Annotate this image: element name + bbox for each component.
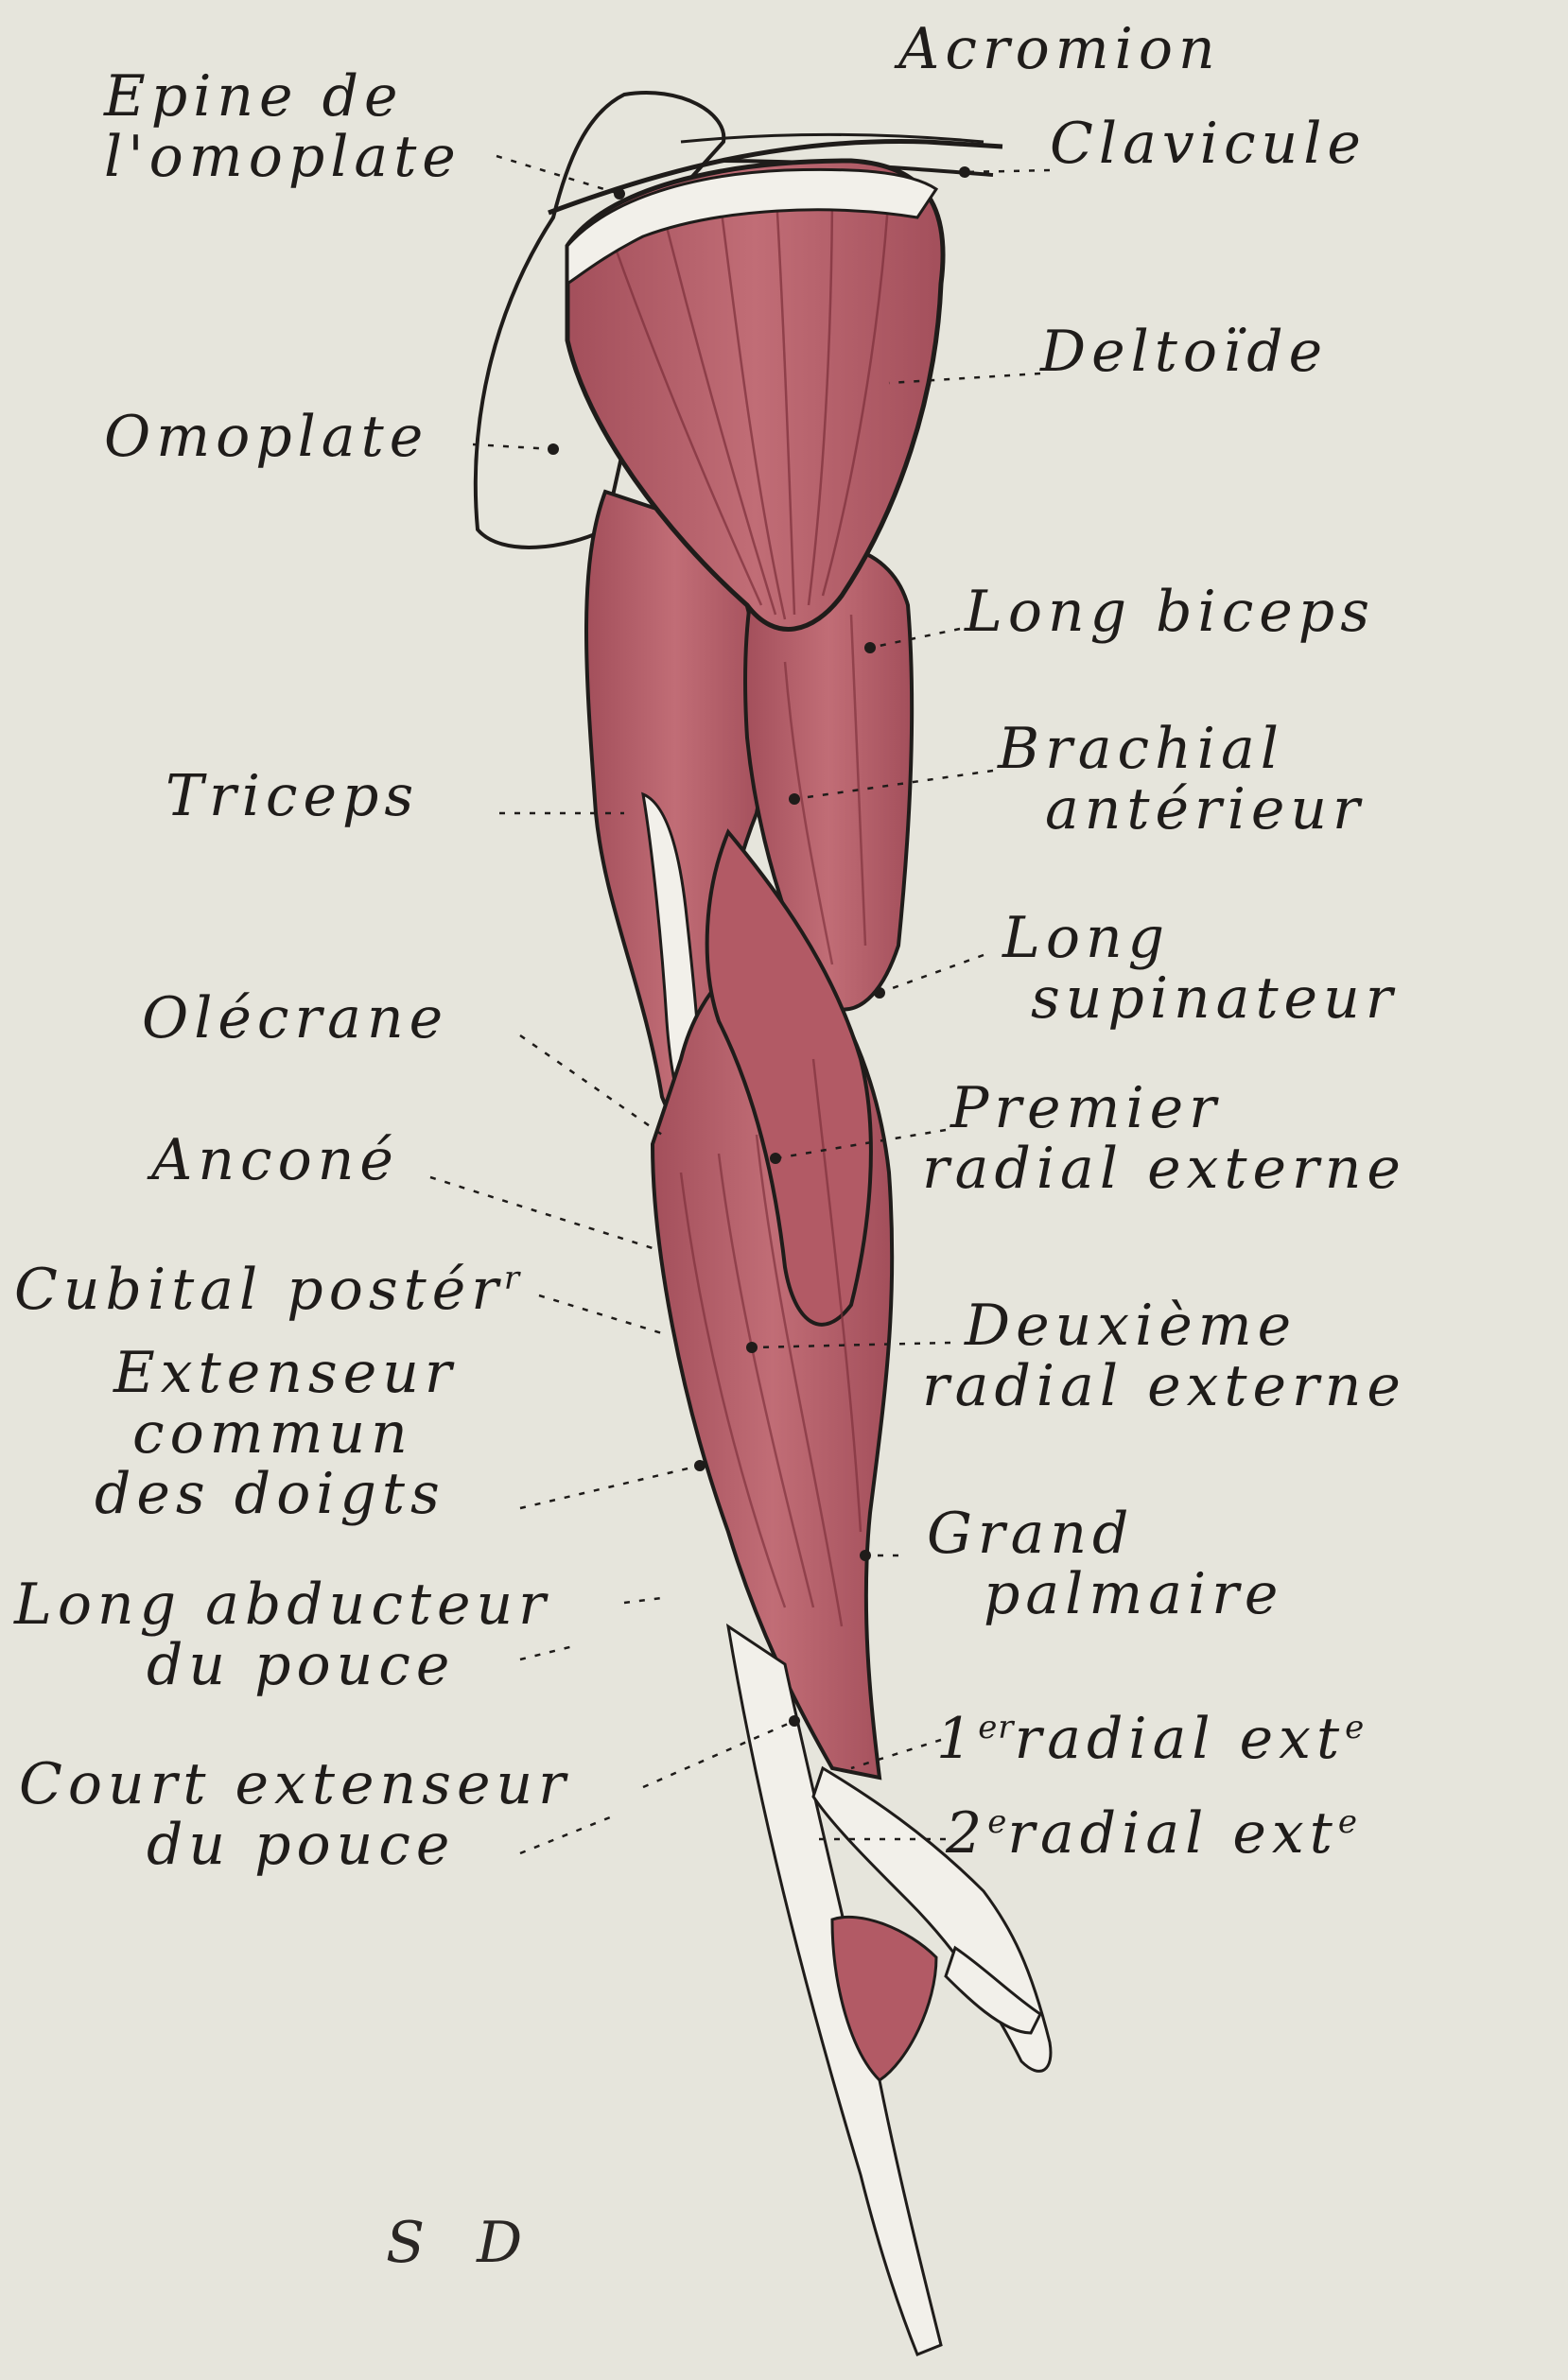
label-triceps: Triceps xyxy=(166,766,419,826)
label-cubital-posterieur: Cubital postérr xyxy=(14,1248,520,1320)
label-radial-ext-2: 2eradial exte xyxy=(946,1792,1358,1864)
label-long-biceps: Long biceps xyxy=(965,582,1375,642)
label-clavicule: Clavicule xyxy=(1050,113,1367,174)
label-radial-ext-1: 1erradial exte xyxy=(936,1697,1365,1769)
label-ancone: Anconé xyxy=(151,1130,399,1190)
label-deltoide: Deltoïde xyxy=(1040,321,1328,382)
artist-initials: S D xyxy=(386,2213,539,2273)
label-olecrane: Olécrane xyxy=(142,988,448,1049)
label-omoplate: Omoplate xyxy=(104,407,428,467)
label-acromion: Acromion xyxy=(898,19,1221,79)
